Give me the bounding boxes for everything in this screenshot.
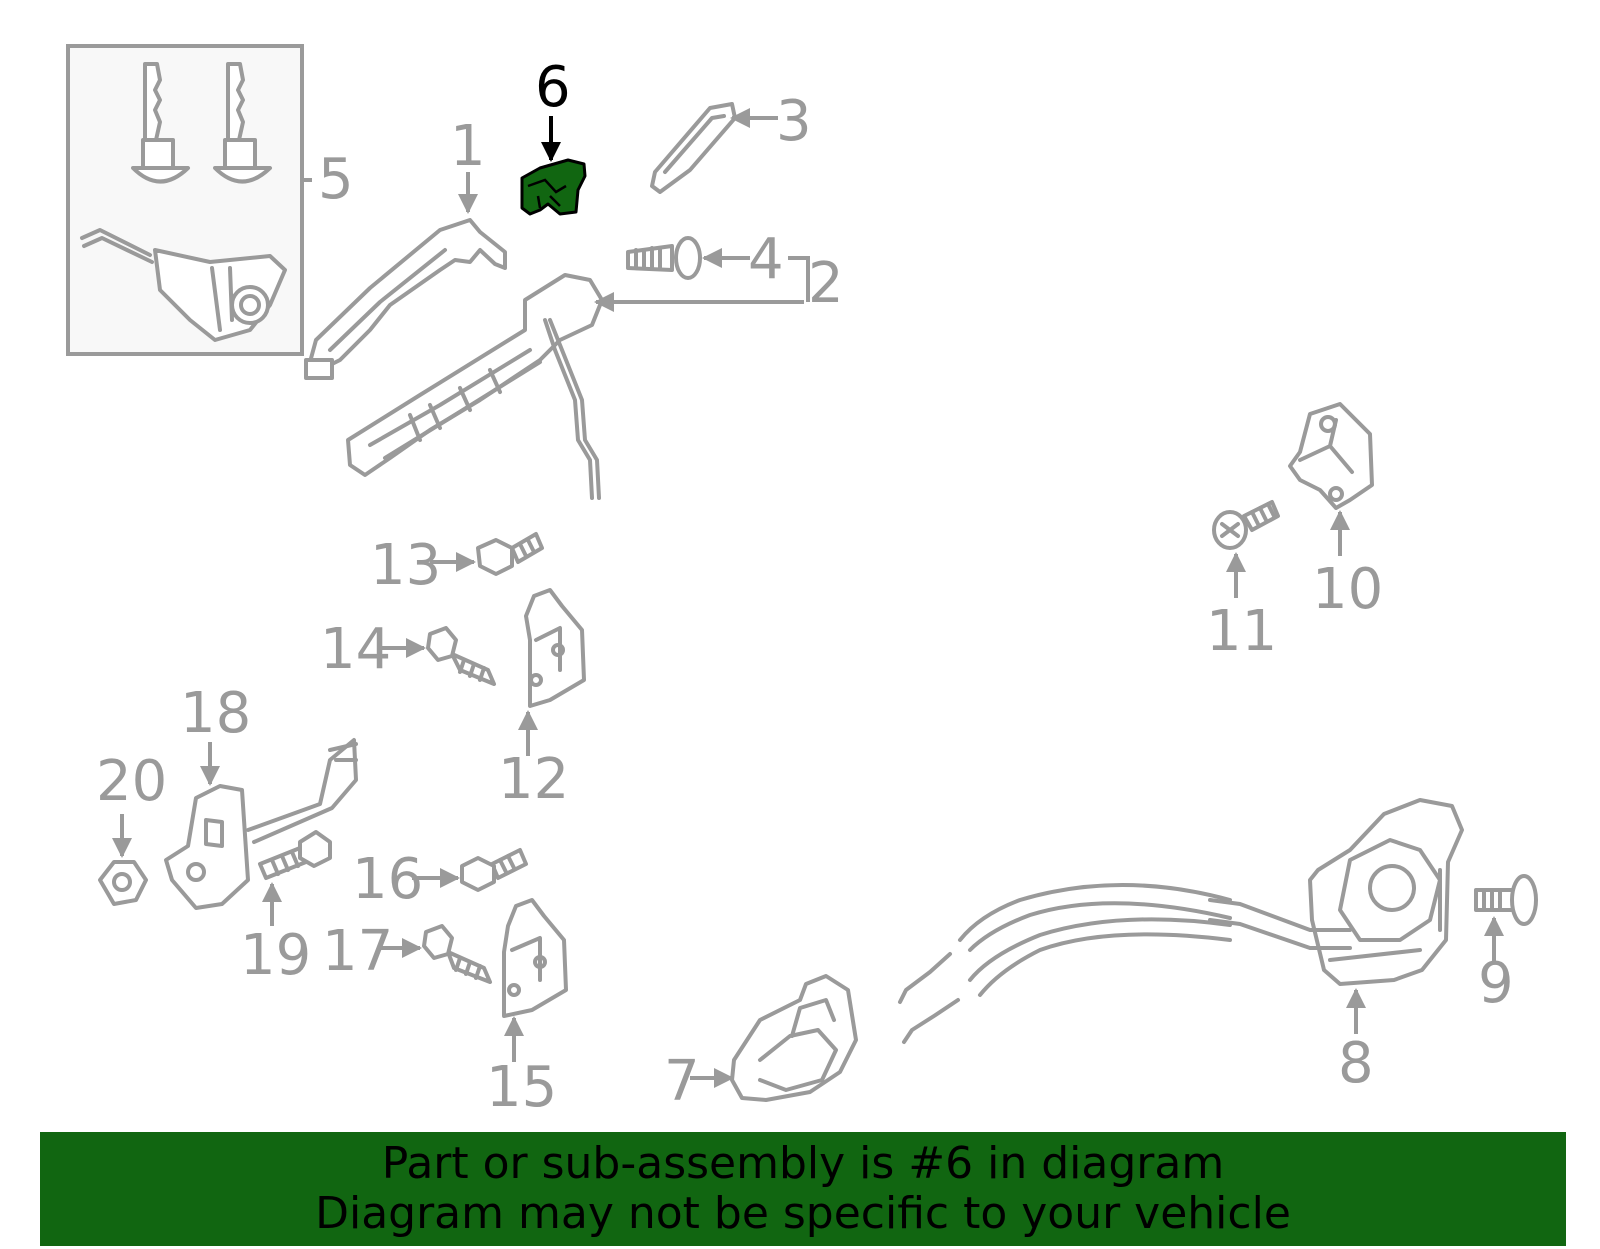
info-banner: Part or sub-assembly is #6 in diagram Di… bbox=[40, 1132, 1566, 1246]
callout-3: 3 bbox=[776, 89, 812, 154]
banner-line-1: Part or sub-assembly is #6 in diagram bbox=[381, 1138, 1225, 1189]
callout-4: 4 bbox=[748, 227, 784, 292]
callout-17: 17 bbox=[322, 919, 393, 984]
callout-2: 2 bbox=[808, 251, 844, 316]
callout-19: 19 bbox=[240, 923, 311, 988]
part-8-door-latch[interactable] bbox=[898, 798, 1464, 1044]
part-18-door-check[interactable] bbox=[164, 738, 358, 910]
callout-7: 7 bbox=[664, 1049, 700, 1114]
banner-line-2: Diagram may not be specific to your vehi… bbox=[315, 1188, 1291, 1239]
leader-2-bracket bbox=[788, 256, 810, 302]
callout-1: 1 bbox=[450, 114, 486, 179]
part-13-bolt[interactable] bbox=[476, 532, 544, 576]
callout-10: 10 bbox=[1312, 557, 1383, 622]
part-7-latch-cover[interactable] bbox=[730, 974, 858, 1102]
part-15-hinge[interactable] bbox=[502, 898, 568, 1018]
callout-11: 11 bbox=[1206, 599, 1277, 664]
part-3-handle-pad[interactable] bbox=[650, 102, 737, 194]
callout-14: 14 bbox=[320, 617, 391, 682]
callout-20: 20 bbox=[96, 749, 167, 814]
part-2-handle-frame[interactable] bbox=[346, 273, 604, 500]
part-4-screw[interactable] bbox=[626, 236, 702, 280]
callout-13: 13 bbox=[370, 533, 441, 598]
part-11-torx-screw[interactable] bbox=[1212, 500, 1280, 550]
callout-6: 6 bbox=[535, 55, 571, 120]
callout-15: 15 bbox=[486, 1055, 557, 1120]
part-6-highlighted-cap[interactable] bbox=[520, 158, 587, 216]
callout-8: 8 bbox=[1338, 1031, 1374, 1096]
part-10-striker[interactable] bbox=[1288, 402, 1374, 510]
part-12-hinge[interactable] bbox=[524, 588, 586, 708]
callout-5: 5 bbox=[318, 147, 354, 212]
callout-18: 18 bbox=[180, 681, 251, 746]
part-17-bolt[interactable] bbox=[422, 924, 492, 984]
part-20-nut[interactable] bbox=[98, 860, 148, 906]
callout-16: 16 bbox=[352, 847, 423, 912]
part-14-bolt[interactable] bbox=[426, 626, 496, 686]
part-5-key-cylinder-set[interactable] bbox=[66, 44, 304, 356]
callout-9: 9 bbox=[1478, 951, 1514, 1016]
part-1-outside-handle[interactable] bbox=[304, 218, 507, 380]
part-19-bolt[interactable] bbox=[258, 830, 332, 880]
callout-12: 12 bbox=[498, 747, 569, 812]
part-16-bolt[interactable] bbox=[460, 848, 528, 892]
part-9-screw[interactable] bbox=[1474, 874, 1538, 926]
